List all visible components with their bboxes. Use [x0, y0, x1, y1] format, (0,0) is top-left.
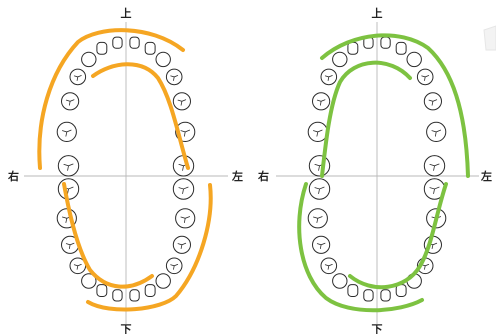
lower-tooth [307, 208, 328, 229]
upper-arch-outline-left [37, 28, 185, 170]
label-right-left: 右 [7, 169, 19, 183]
lower-tooth [363, 289, 374, 302]
lower-tooth [175, 208, 196, 229]
upper-tooth [423, 92, 442, 111]
lower-tooth [380, 289, 391, 302]
upper-tooth [423, 155, 446, 177]
upper-arch-inner-left [91, 62, 190, 170]
lower-tooth [81, 273, 97, 289]
label-left-right: 左 [480, 169, 492, 183]
upper-tooth [129, 36, 140, 49]
upper-teeth-right [307, 36, 447, 177]
upper-tooth [395, 41, 407, 55]
upper-tooth [308, 155, 331, 177]
upper-tooth [61, 92, 80, 111]
upper-tooth [312, 92, 331, 111]
lower-tooth [308, 178, 331, 200]
lower-tooth [96, 284, 108, 298]
label-down-left: 下 [121, 323, 132, 334]
upper-tooth [426, 121, 447, 142]
upper-tooth [165, 68, 183, 86]
upper-tooth [112, 36, 123, 49]
upper-tooth [332, 51, 348, 68]
dental-chart-right: 上 下 右 左 [257, 6, 492, 334]
lower-arch-outline-left [86, 183, 213, 312]
lower-tooth [112, 289, 123, 302]
lower-tooth [57, 178, 80, 200]
corner-tab [483, 25, 496, 51]
upper-tooth [144, 41, 156, 55]
upper-tooth [155, 51, 171, 68]
lower-tooth [144, 284, 156, 298]
dental-chart-left: 上 下 右 左 [7, 6, 243, 334]
lower-tooth [165, 257, 183, 275]
upper-tooth [69, 68, 87, 86]
lower-teeth-right [307, 178, 447, 302]
upper-arch-outline-right [320, 33, 470, 178]
lower-tooth [347, 284, 359, 298]
upper-tooth [320, 68, 338, 86]
lower-arch-inner-left [62, 182, 154, 289]
upper-tooth [172, 92, 191, 111]
lower-tooth [332, 273, 348, 289]
upper-tooth [96, 41, 108, 55]
label-down-right: 下 [372, 323, 383, 334]
label-left-left: 左 [231, 169, 243, 183]
upper-teeth-left [56, 36, 196, 177]
upper-tooth [416, 68, 434, 86]
label-up-left: 上 [121, 6, 132, 20]
lower-tooth [172, 235, 191, 254]
lower-tooth [320, 257, 338, 275]
lower-tooth [172, 178, 195, 200]
upper-tooth [57, 155, 80, 177]
lower-tooth [129, 289, 140, 302]
upper-tooth [81, 51, 97, 68]
label-up-right: 上 [372, 6, 383, 20]
lower-arch-inner-right [348, 182, 448, 290]
upper-tooth [56, 121, 77, 142]
lower-tooth [155, 273, 171, 289]
upper-tooth [406, 51, 422, 68]
upper-tooth [380, 36, 391, 49]
upper-tooth [347, 41, 359, 55]
upper-arch-inner-right [320, 60, 412, 178]
lower-arch-outline-right [297, 182, 424, 313]
label-right-right: 右 [257, 169, 269, 183]
lower-tooth [312, 235, 331, 254]
